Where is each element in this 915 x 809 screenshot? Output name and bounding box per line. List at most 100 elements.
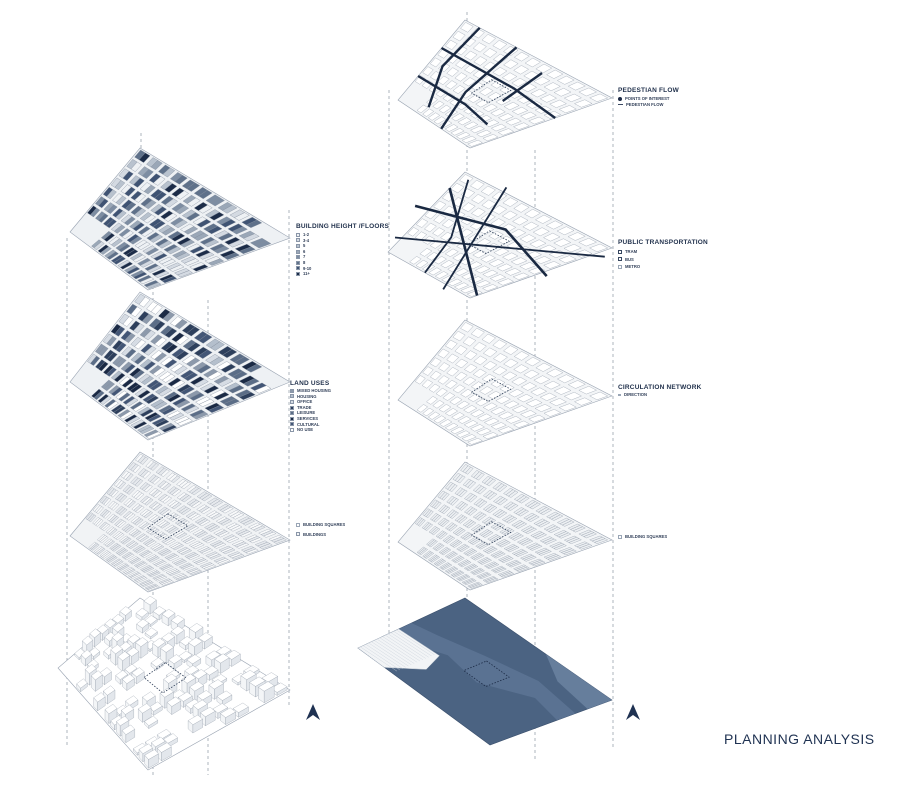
city-block (230, 525, 243, 532)
city-block (198, 204, 213, 214)
city-block (433, 515, 442, 523)
city-block (487, 92, 503, 101)
city-block (98, 345, 109, 357)
legend-title: LAND USES (290, 380, 330, 387)
city-block (213, 392, 230, 401)
building-roof (178, 691, 193, 702)
city-block (143, 511, 153, 519)
city-block (482, 103, 498, 112)
city-block (437, 75, 450, 85)
city-block (106, 400, 119, 410)
city-block (119, 564, 130, 571)
city-block (181, 481, 191, 489)
city-block (154, 191, 167, 201)
city-block (485, 578, 499, 584)
city-block (138, 152, 151, 163)
city-block (125, 397, 139, 407)
city-block (118, 549, 129, 556)
city-block (482, 360, 498, 371)
city-block (217, 559, 231, 565)
building-roof (148, 701, 163, 712)
city-block (567, 232, 586, 241)
city-block (154, 206, 167, 216)
city-block (538, 521, 551, 528)
city-block (452, 384, 466, 394)
legend-label: BUILDING SQUARES (303, 522, 346, 527)
city-block (203, 385, 220, 394)
city-block (450, 182, 465, 194)
hatch-line (363, 645, 400, 671)
city-block (425, 510, 434, 518)
legend-item: BUS (618, 257, 708, 263)
city-block (130, 306, 142, 318)
city-block (146, 431, 162, 439)
city-block (589, 243, 609, 252)
legend-item: NO USE (290, 427, 331, 433)
city-block (467, 94, 482, 103)
layer-public-transportation (387, 171, 613, 299)
city-block (183, 226, 199, 235)
building-roof (89, 628, 101, 638)
page-title: PLANNING ANALYSIS (724, 731, 875, 747)
building-roof (110, 644, 123, 655)
city-block (490, 123, 507, 132)
city-block (409, 256, 422, 265)
city-block (438, 532, 448, 540)
hatch-line (376, 638, 415, 664)
city-block (419, 248, 433, 257)
city-block (201, 507, 212, 514)
legend-item: MIXED HOUSING (290, 388, 331, 394)
city-block (468, 495, 478, 503)
city-block (523, 556, 537, 562)
legend-label: METRO (625, 264, 641, 270)
legend-label: BUS (625, 256, 634, 262)
city-block (563, 549, 577, 556)
city-block (439, 419, 453, 427)
building-roof (121, 704, 135, 715)
city-block (551, 514, 564, 521)
city-block (497, 498, 508, 506)
legend-label: BUILDING SQUARES (625, 534, 668, 539)
city-block (479, 386, 494, 395)
city-block (524, 356, 541, 367)
city-block (134, 479, 144, 487)
city-block (453, 571, 465, 578)
city-block (177, 270, 193, 278)
city-block (154, 352, 167, 363)
city-block (563, 244, 582, 253)
city-block (103, 511, 112, 519)
city-block (498, 113, 514, 121)
city-block (130, 573, 142, 579)
building-roof (152, 637, 166, 648)
city-block (168, 555, 180, 562)
city-block (259, 543, 273, 550)
city-block (106, 204, 118, 214)
swatch (618, 534, 622, 539)
city-block (462, 77, 477, 87)
city-block (522, 221, 540, 231)
city-block (223, 252, 240, 260)
building-roof (198, 632, 213, 643)
city-block (135, 547, 146, 554)
city-block (214, 542, 227, 549)
city-block (102, 524, 111, 532)
city-block (203, 564, 217, 570)
building-roof (99, 667, 112, 678)
city-block (184, 258, 200, 266)
city-block (184, 405, 200, 414)
legend-label: BUILDINGS (303, 531, 327, 537)
city-block (494, 567, 507, 574)
building-roof (200, 706, 216, 717)
city-block (475, 99, 490, 108)
city-block (141, 375, 154, 385)
city-block (122, 170, 134, 181)
city-block (169, 264, 185, 272)
city-block (558, 532, 572, 539)
city-block (139, 426, 155, 435)
city-block (201, 548, 214, 555)
city-block (144, 199, 157, 210)
city-block (561, 520, 575, 527)
city-block (171, 489, 182, 497)
